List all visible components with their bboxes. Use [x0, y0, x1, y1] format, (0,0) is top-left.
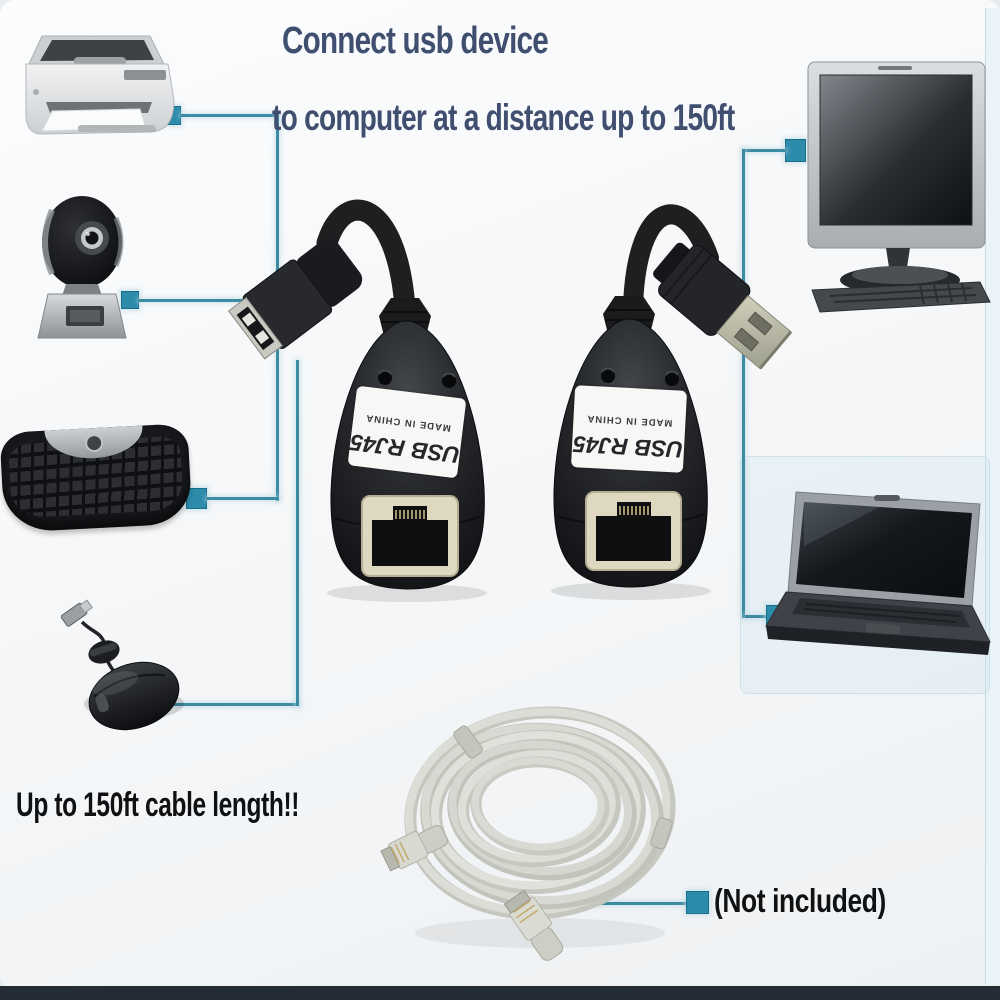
monitor-connector-square	[785, 139, 806, 162]
title-line1: Connect usb device	[282, 20, 549, 62]
laptop-wire-h	[745, 615, 768, 618]
mouse-usb-tip	[60, 599, 93, 627]
usb-female-connector	[227, 238, 363, 360]
monitor-wire-h	[744, 149, 785, 152]
cable-plug-left	[380, 825, 448, 872]
keyboard-image	[0, 415, 197, 541]
printer-wire-h	[181, 114, 278, 117]
right-adapter-label: USB RJ45 MADE IN CHINA	[570, 385, 688, 473]
monitor-image	[807, 61, 991, 313]
keyboard-power-button	[84, 433, 104, 453]
webcam-connector-square	[121, 291, 139, 309]
left-adapter-cable	[316, 199, 416, 319]
left-rj45-jack	[361, 495, 459, 577]
left-adapter-label-title: USB RJ45	[348, 429, 462, 469]
not-included-wire-h	[597, 902, 687, 905]
left-wire-v2	[296, 360, 299, 706]
right-edge-strip	[985, 8, 1000, 984]
mouse-wire-h	[159, 703, 299, 706]
right-rj45-jack	[585, 491, 682, 571]
keyboard-body	[0, 423, 193, 533]
ethernet-cable-image	[380, 706, 676, 961]
keyboard-wire-h	[207, 497, 279, 500]
cable-coil	[404, 706, 676, 920]
usb-male-connector	[653, 242, 793, 370]
webcam-image	[37, 196, 127, 339]
right-adapter-label-title: USB RJ45	[572, 431, 684, 463]
not-included-caption: (Not included)	[714, 882, 886, 919]
right-adapter-label-subtitle: MADE IN CHINA	[586, 412, 673, 429]
cable-plug-bottom	[503, 889, 564, 961]
title-line2: to computer at a distance up to 150ft	[272, 97, 735, 138]
right-wire-v	[742, 149, 745, 618]
printer-image	[25, 35, 175, 135]
right-adapter-cable	[623, 204, 719, 316]
laptop-image	[765, 491, 991, 655]
cable-tie-band-1	[453, 725, 483, 759]
left-adapter-label: USB RJ45 MADE IN CHINA	[347, 385, 467, 479]
cable-tie-band-2	[650, 817, 673, 850]
desk-keyboard	[811, 281, 991, 313]
usb-rj45-adapters-image	[227, 199, 793, 602]
webcam-wire-h	[139, 299, 258, 302]
cable-length-caption: Up to 150ft cable length!!	[16, 786, 300, 824]
mouse-image	[60, 599, 184, 731]
not-included-square	[686, 891, 709, 914]
bottom-dark-bar	[0, 986, 1000, 1000]
mouse-body	[88, 661, 180, 731]
